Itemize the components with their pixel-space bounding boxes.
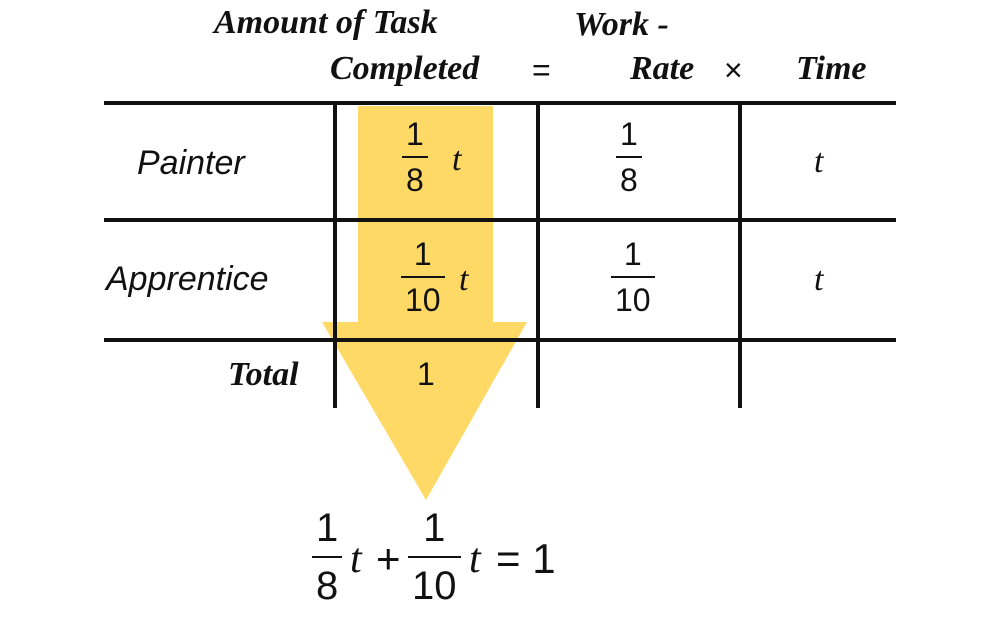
fraction-bar	[402, 156, 428, 158]
fraction-numerator: 1	[316, 506, 339, 550]
fraction-denominator: 10	[412, 564, 457, 608]
fraction-bar	[401, 276, 445, 278]
equation-plus-sign: +	[376, 535, 401, 582]
total-amount: 1	[417, 356, 435, 392]
fraction-bar	[408, 556, 461, 558]
painter-amount-fraction: 1 8	[402, 118, 428, 196]
row-label-total: Total	[228, 356, 299, 393]
fraction-denominator: 8	[620, 162, 638, 198]
fraction-bar	[312, 556, 343, 558]
table-top-rule	[104, 101, 896, 105]
fraction-denominator: 10	[615, 282, 651, 318]
fraction-numerator: 1	[623, 236, 642, 272]
fraction-numerator: 1	[423, 506, 446, 550]
header-rate-line1: Work -	[574, 6, 669, 43]
painter-rate-fraction: 1 8	[616, 118, 642, 196]
header-time: Time	[796, 50, 867, 87]
equation-rhs: = 1	[496, 535, 556, 582]
header-rate-line2: Rate	[630, 50, 695, 87]
painter-time: t	[814, 143, 824, 180]
painter-amount-variable: t	[452, 141, 462, 178]
table-column-divider-3	[738, 103, 742, 408]
table-column-divider-2	[536, 103, 540, 408]
fraction-denominator: 10	[405, 282, 441, 318]
fraction-denominator: 8	[406, 162, 424, 198]
header-equals-sign: =	[532, 52, 551, 88]
header-times-sign: ×	[724, 52, 743, 88]
apprentice-rate-fraction: 1 10	[611, 238, 655, 316]
fraction-bar	[616, 156, 642, 158]
equation-term2-fraction: 1 10	[408, 508, 461, 606]
equation-term1-fraction: 1 8	[312, 506, 343, 608]
fraction-bar	[611, 276, 655, 278]
apprentice-amount-fraction: 1 10	[401, 238, 445, 316]
row-label-apprentice: Apprentice	[106, 260, 269, 298]
fraction-numerator: 1	[406, 116, 424, 152]
table-column-divider-1	[333, 103, 337, 408]
header-amount-line2: Completed	[330, 50, 480, 87]
fraction-denominator: 8	[316, 564, 339, 608]
table-row-divider	[104, 218, 896, 222]
table-total-rule	[104, 338, 896, 342]
equation-term2-variable: t	[469, 536, 481, 582]
apprentice-amount-variable: t	[459, 261, 469, 298]
fraction-numerator: 1	[413, 236, 432, 272]
row-label-painter: Painter	[137, 144, 245, 182]
header-amount-line1: Amount of Task	[214, 4, 438, 41]
apprentice-time: t	[814, 261, 824, 298]
equation-term1-variable: t	[350, 536, 362, 582]
fraction-numerator: 1	[620, 116, 638, 152]
